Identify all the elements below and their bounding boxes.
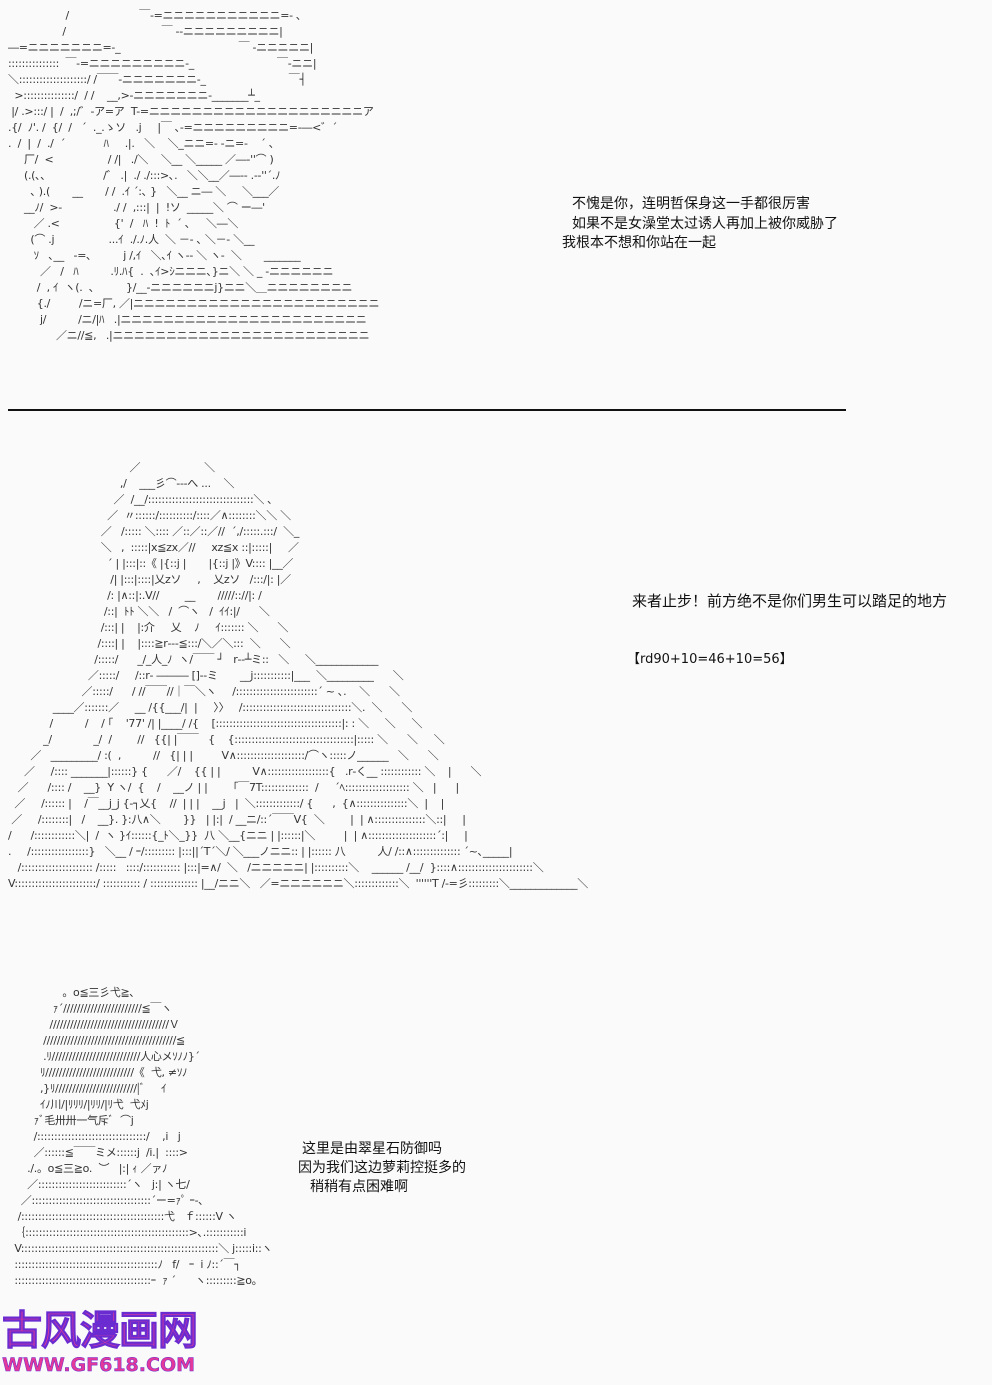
ascii-art-panel-3: 。o≦三彡弋≧､ ｧ´///////////////////////≦￣ヽ //… bbox=[14, 986, 273, 1287]
dice-roll-text: 【rd90+10=46+10=56】 bbox=[627, 652, 793, 667]
dialog-line: 因为我们这边萝莉控挺多的 bbox=[298, 1160, 466, 1176]
panel-divider bbox=[8, 409, 846, 411]
dialog-line: 不愧是你，连明哲保身这一手都很厉害 bbox=[572, 196, 810, 212]
ascii-art-panel-2: ／ ＼ ,/ ___彡⌒‐‐‐へ ... ＼ ／ /__/:::::::::::… bbox=[8, 461, 588, 890]
dialog-line: 这里是由翠星石防御吗 bbox=[302, 1141, 442, 1157]
dialog-line: 如果不是女澡堂太过诱人再加上被你威胁了 bbox=[572, 216, 838, 232]
dialog-line: 来者止步！前方绝不是你们男生可以踏足的地方 bbox=[632, 592, 948, 610]
watermark-logo: 古风漫画网 WWW.GF618.COM bbox=[2, 1308, 199, 1377]
watermark-title: 古风漫画网 bbox=[2, 1308, 199, 1355]
ascii-art-panel-1: / ￣-=ニニニニニニニニニニニ=- ､ / ￣ --ニニニニニニニニニ| ―=… bbox=[8, 9, 380, 342]
dialog-line: 稍稍有点困难啊 bbox=[310, 1179, 408, 1195]
watermark-url: WWW.GF618.COM bbox=[2, 1354, 196, 1377]
dialog-line: 我根本不想和你站在一起 bbox=[562, 235, 716, 251]
